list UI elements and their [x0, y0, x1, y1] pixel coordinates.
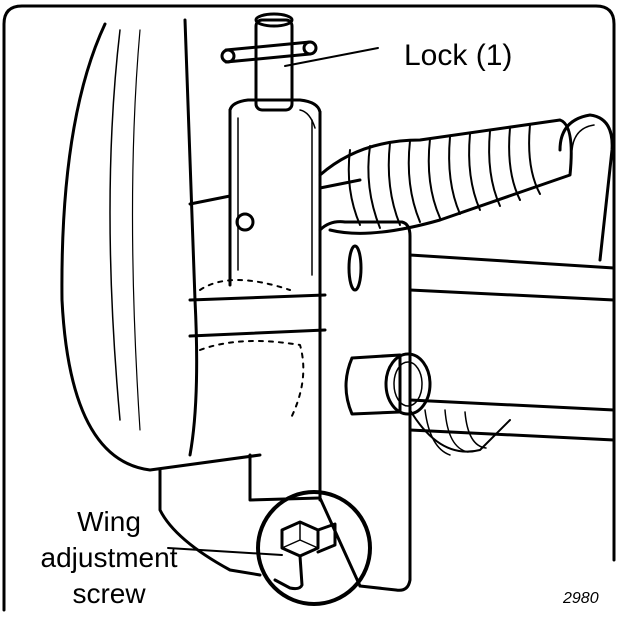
wing-adjustment-screw-label: Wing adjustment screw [4, 504, 214, 612]
bracket-post [228, 108, 322, 292]
outer-frame [2, 4, 616, 612]
lock-pin [220, 12, 318, 112]
spring-coil [318, 118, 573, 235]
bracket-foot [158, 468, 262, 577]
plate-slot [347, 244, 363, 292]
wing-label-line-3: screw [72, 578, 146, 609]
screw-highlight-circle [256, 490, 372, 606]
lock-label: Lock (1) [404, 39, 513, 72]
wing-label-line-2: adjustment [40, 542, 178, 573]
wing-leader-line [167, 547, 283, 556]
wheel-drum [60, 22, 262, 472]
lock-leader-line [284, 47, 379, 67]
wing-label-line-1: Wing [77, 506, 141, 537]
bracket-bolt [235, 212, 255, 232]
main-plate [318, 220, 412, 592]
cylinder-pin [344, 352, 432, 416]
wing-screw [273, 520, 337, 591]
figure-number: 2980 [563, 590, 599, 607]
